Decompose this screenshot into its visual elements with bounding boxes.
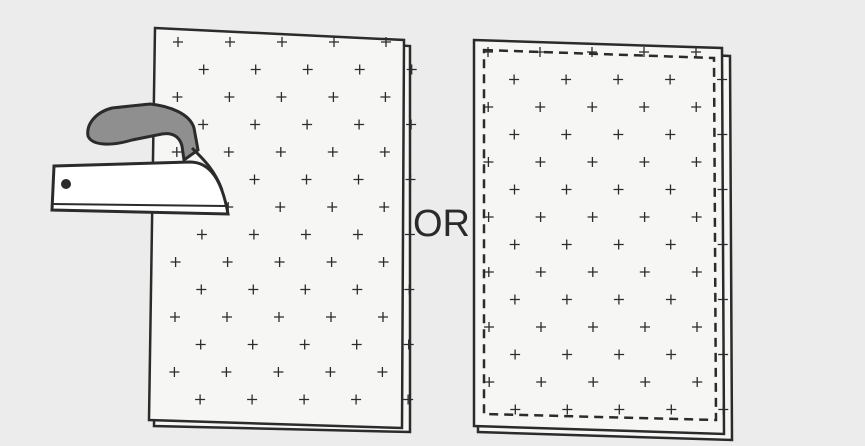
right-front-sheet — [474, 40, 724, 434]
iron-dial — [61, 179, 71, 189]
or-label: OR — [413, 203, 470, 245]
left-fabric-stack — [149, 28, 417, 432]
right-fabric-stack — [474, 40, 732, 440]
iron-handle — [88, 104, 198, 160]
left-front-sheet — [149, 28, 404, 428]
